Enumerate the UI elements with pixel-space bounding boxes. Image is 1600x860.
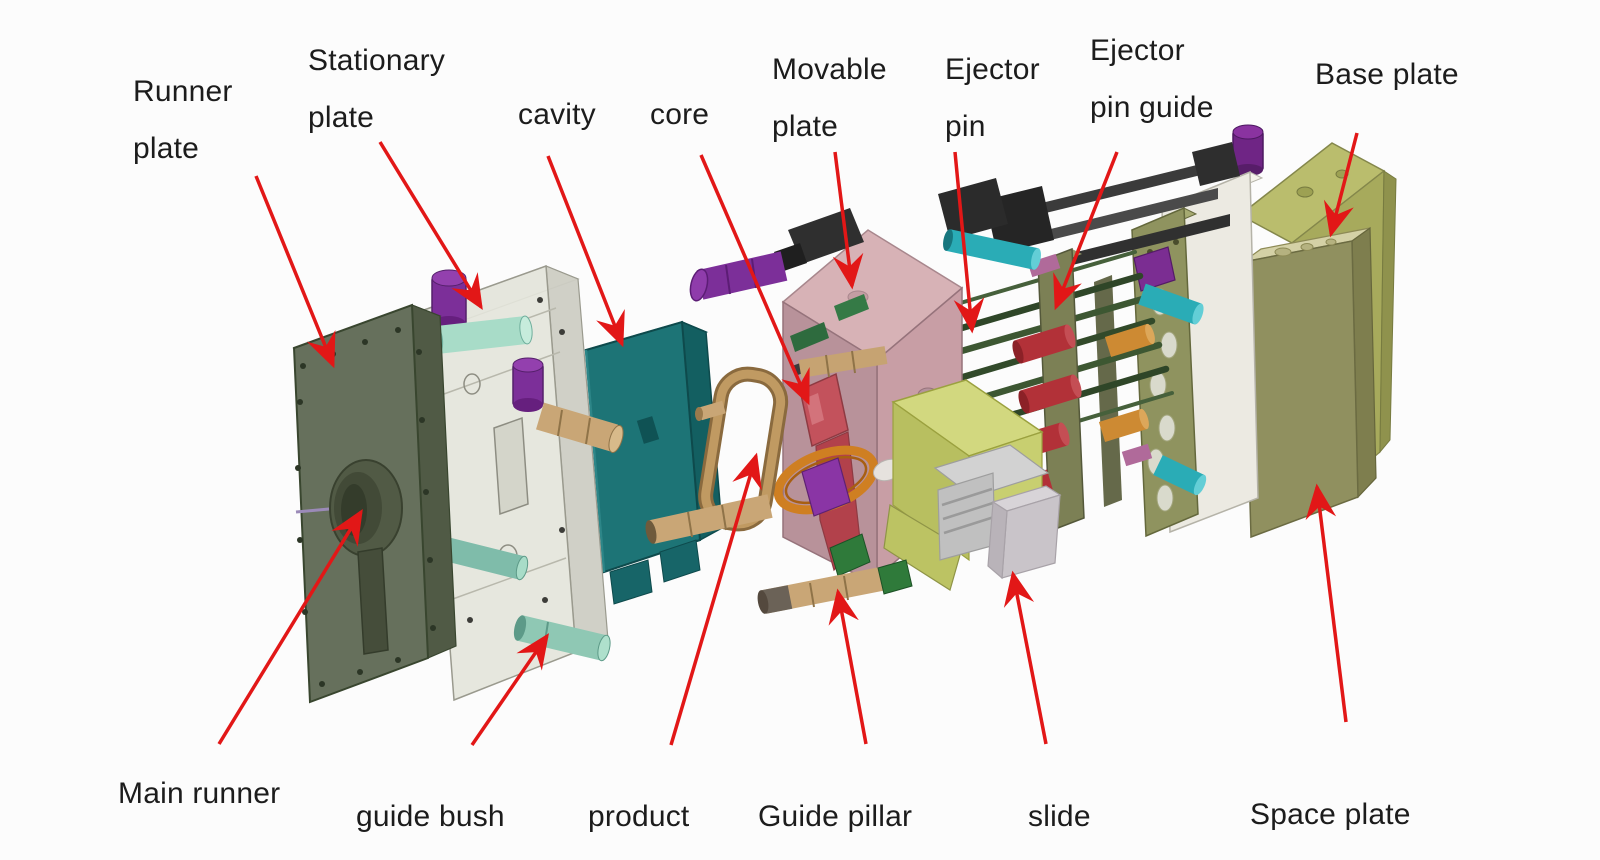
label-movable-plate-line1: Movable [772, 53, 887, 86]
purple-sprue-cylinder [689, 251, 788, 302]
arrow-movable-plate [832, 151, 864, 290]
label-core: core [650, 98, 710, 131]
stationary-plate-shape [422, 264, 609, 702]
label-ejector-pin-guide: Ejector pin guide [1090, 22, 1214, 136]
label-stationary-plate-line2: plate [308, 101, 375, 134]
arrow-main-runner [217, 509, 363, 745]
guide-pillar-stationary [536, 402, 624, 454]
arrow-ejector-pin [953, 151, 985, 334]
arrow-stationary-plate [378, 141, 483, 310]
label-cavity: cavity [518, 98, 596, 131]
label-guide-bush: guide bush [356, 800, 505, 833]
arrow-slide [1003, 570, 1048, 745]
arrow-guide-pillar [828, 588, 868, 745]
arrow-product [669, 452, 762, 746]
purple-support-cylinder-top [1232, 124, 1264, 176]
label-ejector-pin-line1: Ejector [945, 53, 1040, 86]
sprue-bush-cylinder-2 [512, 357, 544, 412]
label-slide: slide [1028, 800, 1091, 833]
label-runner-plate-line1: Runner [133, 75, 233, 108]
label-ejector-pin-guide-line2: pin guide [1090, 91, 1214, 124]
space-plate-shape [1242, 226, 1377, 539]
label-movable-plate: Movable plate [772, 41, 887, 155]
label-stationary-plate-line1: Stationary [308, 44, 446, 77]
arrow-ejector-pin-guide [1053, 151, 1119, 311]
label-product: product [588, 800, 690, 833]
label-ejector-pin: Ejector pin [945, 41, 1040, 155]
arrow-space-plate [1305, 483, 1348, 723]
cavity-shape [583, 320, 723, 605]
arrow-cavity [546, 155, 625, 348]
label-runner-plate-line2: plate [133, 132, 200, 165]
guide-pillar-upper [798, 346, 888, 378]
label-base-plate: Base plate [1315, 58, 1459, 91]
support-rails [938, 142, 1240, 275]
label-main-runner: Main runner [118, 777, 281, 810]
guide-pillar-bottom [757, 559, 913, 614]
guide-pillar-lower-left [645, 494, 773, 544]
arrow-core [699, 154, 810, 406]
label-stationary-plate: Stationary plate [308, 32, 445, 146]
label-ejector-pin-line2: pin [945, 110, 986, 143]
label-movable-plate-line2: plate [772, 110, 839, 143]
slide-block-shape [933, 444, 1062, 580]
label-guide-pillar: Guide pillar [758, 800, 913, 833]
label-runner-plate: Runner plate [133, 63, 233, 177]
label-ejector-pin-guide-line1: Ejector [1090, 34, 1185, 67]
arrow-base-plate [1323, 132, 1359, 238]
arrow-guide-bush [470, 633, 549, 746]
label-space-plate: Space plate [1250, 798, 1411, 831]
arrow-runner-plate [254, 175, 336, 369]
core-ring-and-inserts [773, 445, 904, 577]
